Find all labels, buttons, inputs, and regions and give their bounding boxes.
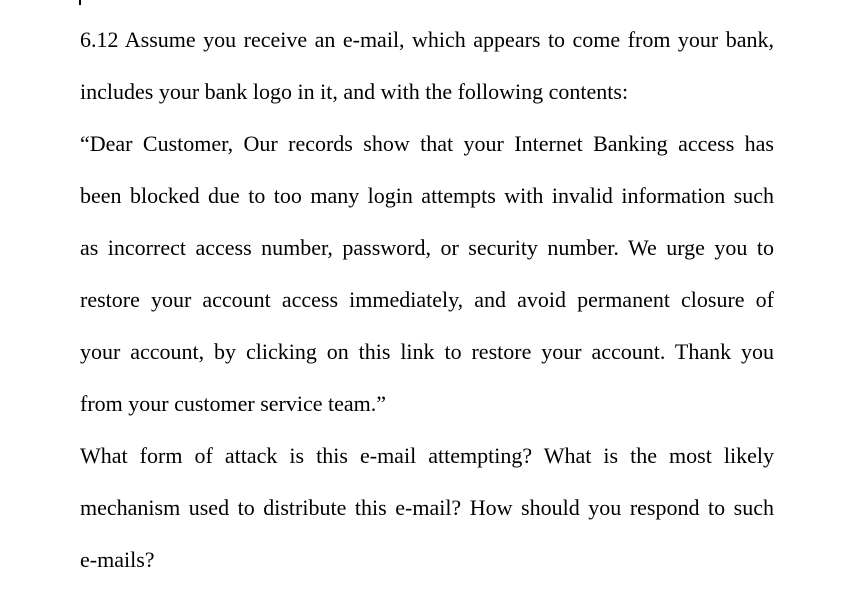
text-line: “Dear Customer, Our records show that yo… [80, 131, 774, 156]
text-line: mechanism used to distribute this e-mail… [80, 495, 774, 520]
text-line: includes your bank logo in it, and with … [80, 79, 629, 104]
text-line: 6.12 Assume you receive an e-mail, which… [80, 27, 774, 52]
text-line: as incorrect access number, password, or… [80, 235, 774, 260]
paragraph-question-prompts: What form of attack is this e-mail attem… [80, 430, 774, 586]
text-line: from your customer service team.” [80, 391, 387, 416]
text-line: restore your account access immediately,… [80, 287, 774, 312]
paragraph-question-intro: 6.12 Assume you receive an e-mail, which… [80, 14, 774, 118]
question-text-block: 6.12 Assume you receive an e-mail, which… [80, 14, 774, 586]
text-line: been blocked due to too many login attem… [80, 183, 774, 208]
text-line: your account, by clicking on this link t… [80, 339, 774, 364]
clipped-glyph-artifact [79, 0, 81, 5]
text-line: e-mails? [80, 547, 155, 572]
text-line: What form of attack is this e-mail attem… [80, 443, 774, 468]
paragraph-email-quote: “Dear Customer, Our records show that yo… [80, 118, 774, 430]
